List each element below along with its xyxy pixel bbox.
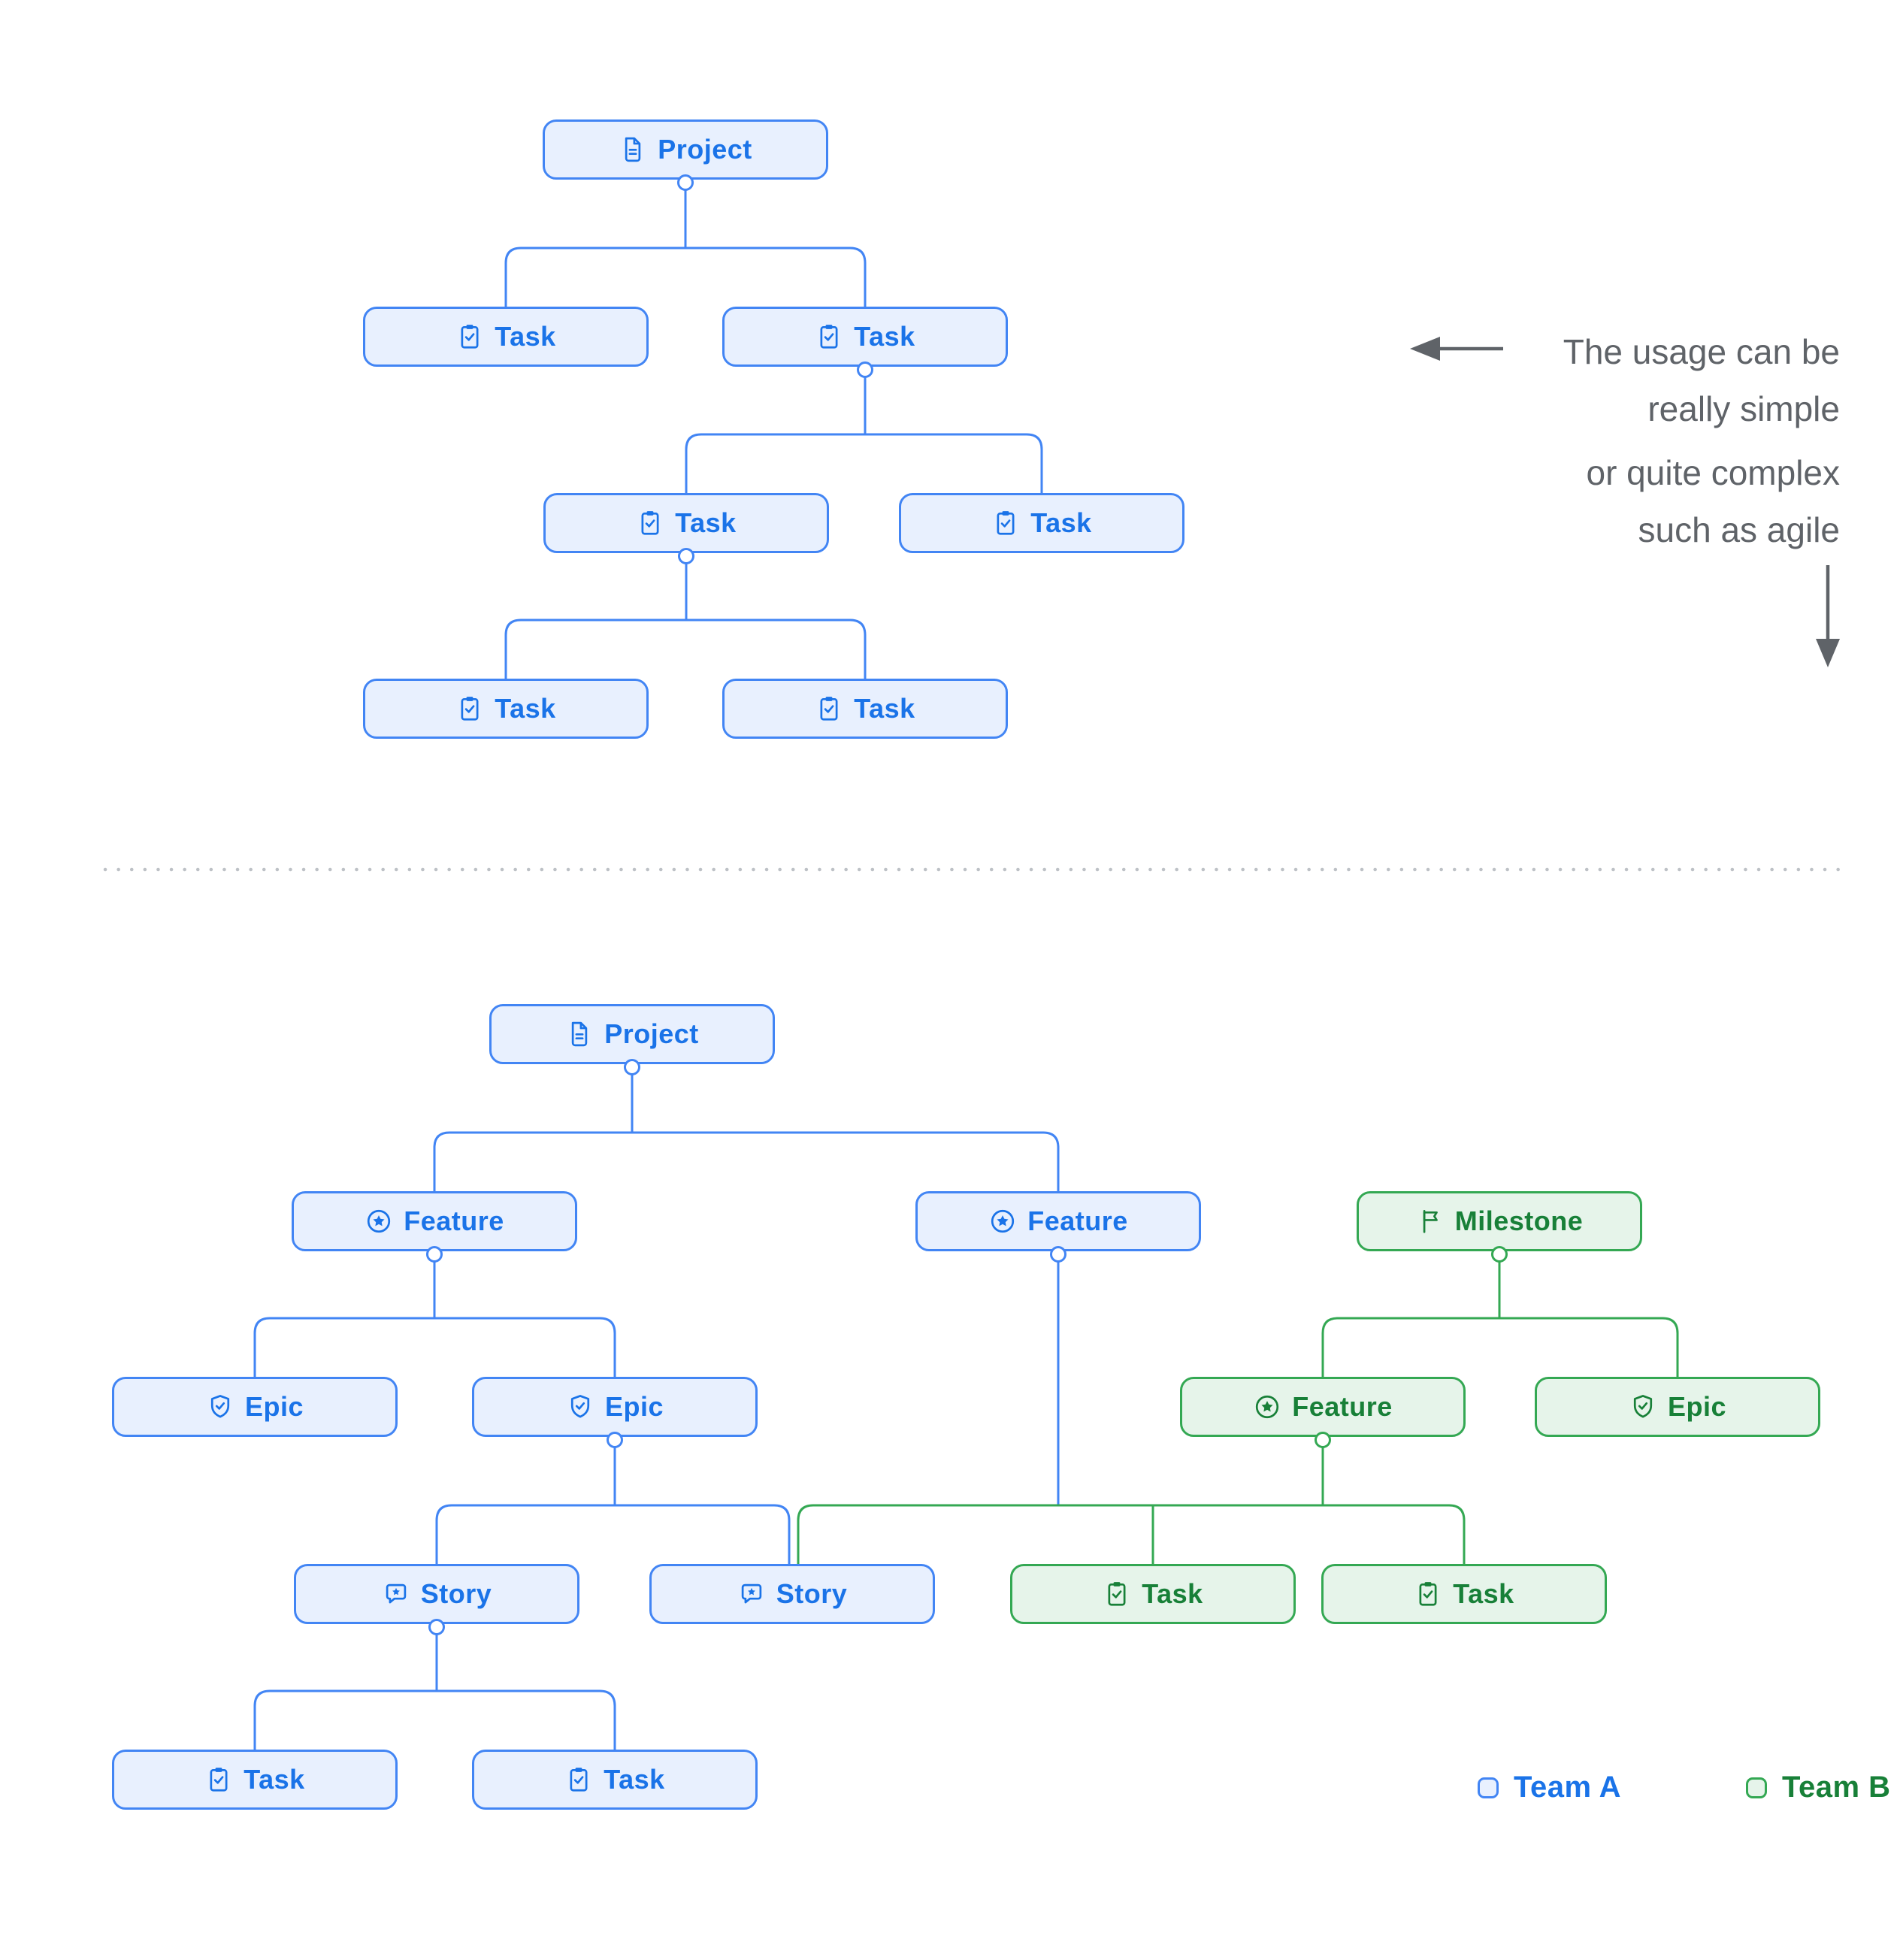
node-epic-2: Epic [472, 1377, 758, 1437]
task-icon [564, 1765, 593, 1794]
epic-icon [206, 1393, 234, 1421]
milestone-flag-icon [1416, 1207, 1445, 1236]
epic-icon [1629, 1393, 1657, 1421]
node-task-6: Task [722, 679, 1008, 739]
node-label: Task [244, 1764, 305, 1795]
edge-task3-children [504, 563, 867, 679]
node-story-2: Story [649, 1564, 935, 1624]
node-feature-green: Feature [1180, 1377, 1466, 1437]
node-label: Project [604, 1018, 699, 1049]
legend-item-team-a: Team A [1478, 1771, 1621, 1804]
annotation-line-1: The usage can be [1563, 332, 1840, 371]
feature-icon [988, 1207, 1017, 1236]
node-task-green-1: Task [1010, 1564, 1296, 1624]
annotation-text: The usage can be really simple or quite … [1563, 323, 1840, 558]
edge-project-tasks [504, 189, 867, 307]
node-label: Feature [1292, 1391, 1393, 1422]
feature-icon [365, 1207, 393, 1236]
team-b-swatch [1746, 1777, 1768, 1798]
team-b-label: Team B [1782, 1771, 1891, 1804]
task-icon [815, 322, 843, 351]
task-icon [1103, 1580, 1131, 1608]
node-label: Feature [404, 1205, 504, 1236]
task-icon [991, 509, 1020, 537]
legend: Team A Team B [1478, 1771, 1891, 1804]
task-icon [815, 694, 843, 723]
annotation-line-3: or quite complex [1586, 453, 1841, 492]
node-label: Task [854, 693, 915, 724]
node-feature-2: Feature [915, 1191, 1201, 1251]
edge-milestone-children [1321, 1261, 1679, 1377]
node-task-8: Task [472, 1750, 758, 1810]
node-label: Task [1453, 1578, 1514, 1609]
down-arrow-icon [1816, 639, 1840, 667]
story-icon [737, 1580, 766, 1608]
task-icon [455, 694, 484, 723]
node-label: Story [420, 1578, 492, 1609]
node-epic-green: Epic [1535, 1377, 1820, 1437]
node-label: Task [604, 1764, 665, 1795]
node-label: Epic [244, 1391, 304, 1422]
node-task-green-2: Task [1321, 1564, 1607, 1624]
node-task-4: Task [899, 493, 1184, 553]
node-task-5: Task [363, 679, 649, 739]
edge-feature1-epics [253, 1261, 616, 1377]
annotation-line-4: such as agile [1638, 510, 1841, 549]
node-milestone: Milestone [1357, 1191, 1642, 1251]
node-label: Task [495, 693, 556, 724]
team-a-swatch [1478, 1777, 1499, 1798]
edge-project2-features [433, 1074, 1060, 1191]
annotation-line-2: really simple [1647, 389, 1840, 428]
node-story-1: Story [294, 1564, 579, 1624]
node-label: Feature [1027, 1205, 1128, 1236]
node-label: Task [1030, 507, 1092, 538]
feature-icon [1253, 1393, 1281, 1421]
node-task-1: Task [363, 307, 649, 367]
node-label: Task [854, 321, 915, 352]
project-icon [565, 1020, 594, 1048]
node-label: Task [1142, 1578, 1203, 1609]
story-icon [382, 1580, 410, 1608]
edge-task2-children [685, 377, 1043, 493]
epic-icon [566, 1393, 594, 1421]
edge-green-feature-tasks [797, 1447, 1466, 1564]
task-icon [455, 322, 484, 351]
node-task-2: Task [722, 307, 1008, 367]
node-label: Story [776, 1578, 848, 1609]
project-icon [619, 135, 647, 164]
task-icon [1414, 1580, 1442, 1608]
edge-story1-tasks [253, 1634, 616, 1750]
left-arrow-icon [1410, 337, 1440, 361]
edge-epic2-stories [435, 1447, 791, 1564]
node-task-3: Task [543, 493, 829, 553]
node-label: Project [658, 134, 752, 165]
node-label: Task [675, 507, 737, 538]
node-epic-1: Epic [112, 1377, 398, 1437]
legend-item-team-b: Team B [1746, 1771, 1891, 1804]
node-project-simple: Project [543, 119, 828, 180]
task-icon [636, 509, 664, 537]
node-feature-1: Feature [292, 1191, 577, 1251]
node-project-complex: Project [489, 1004, 775, 1064]
node-label: Task [495, 321, 556, 352]
node-label: Milestone [1454, 1205, 1584, 1236]
node-task-7: Task [112, 1750, 398, 1810]
task-icon [204, 1765, 233, 1794]
node-label: Epic [604, 1391, 664, 1422]
team-a-label: Team A [1514, 1771, 1622, 1804]
node-label: Epic [1667, 1391, 1727, 1422]
